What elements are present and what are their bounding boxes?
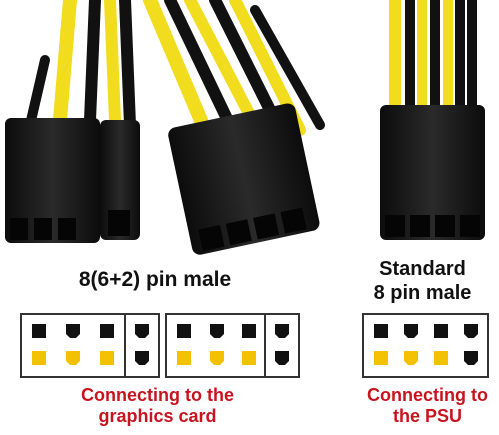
pin-square-icon (242, 324, 256, 338)
cable-connectors-photo (5, 0, 485, 255)
middle-connector (168, 103, 320, 255)
pin-notch-icon (135, 351, 149, 365)
right-caption-line1: Connecting to (367, 385, 488, 405)
pin-square-icon (177, 324, 191, 338)
pin-square-icon (374, 324, 388, 338)
pin-notch-icon (404, 351, 418, 365)
pin-square-icon (100, 351, 114, 365)
pin-notch-icon (210, 324, 224, 338)
pin-notch-icon (275, 351, 289, 365)
right-caption: Connecting to the PSU (360, 385, 495, 427)
pin-notch-icon (404, 324, 418, 338)
left-wire-bundle (25, 0, 325, 137)
pin-square-icon (177, 351, 191, 365)
pin-square-icon (434, 351, 448, 365)
pin-notch-icon (275, 324, 289, 338)
pin-notch-icon (464, 351, 478, 365)
left-caption-line1: Connecting to the (81, 385, 234, 405)
pin-square-icon (242, 351, 256, 365)
right-connector-title: Standard 8 pin male (360, 257, 485, 305)
pin-notch-icon (464, 324, 478, 338)
right-pin-diagram (362, 313, 489, 378)
left-caption: Connecting to the graphics card (40, 385, 275, 427)
right-8pin-connector (380, 105, 485, 240)
pin-square-icon (374, 351, 388, 365)
right-title-line2: 8 pin male (373, 282, 472, 304)
right-title-line1: Standard (379, 258, 466, 280)
pin-notch-icon (66, 351, 80, 365)
pin-square-icon (434, 324, 448, 338)
left-caption-line2: graphics card (98, 406, 217, 426)
left-6plus2-connector (5, 118, 140, 243)
pin-notch-icon (210, 351, 224, 365)
right-wire-bundle (389, 0, 477, 116)
pin-square-icon (32, 351, 46, 365)
pin-square-icon (32, 324, 46, 338)
left-pin-diagram-8 (165, 313, 300, 378)
left-connector-title: 8(6+2) pin male (78, 268, 232, 291)
pin-notch-icon (66, 324, 80, 338)
pin-notch-icon (135, 324, 149, 338)
right-caption-line2: the PSU (392, 406, 462, 426)
left-pin-diagram-6 (20, 313, 160, 378)
pin-square-icon (100, 324, 114, 338)
